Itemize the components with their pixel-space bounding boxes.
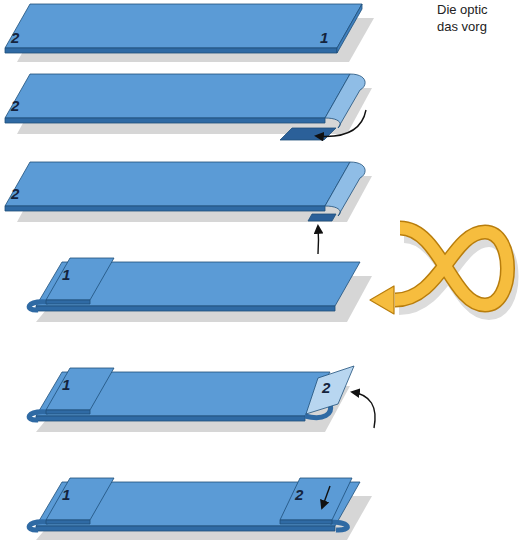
strip-folding-up-part <box>306 366 354 414</box>
strip-turned-over-part <box>46 300 90 304</box>
end-number: 1 <box>320 30 328 47</box>
caption-fragment: Die optic <box>437 3 488 17</box>
turn-over-arrow-part <box>395 228 508 305</box>
strip-folding-under-part <box>5 74 350 118</box>
strip-folded-under-part <box>317 226 319 254</box>
end-number: 1 <box>62 487 70 504</box>
strip-folding-under-part <box>5 118 325 123</box>
flat-strip <box>5 4 374 62</box>
strip-folded-both-ends <box>29 478 372 540</box>
strip-folding-under-part <box>325 74 365 128</box>
strip-folded-both-ends-part <box>330 522 347 530</box>
strip-folding-under-part <box>316 110 366 136</box>
turn-over-arrow-part <box>395 228 508 305</box>
strip-folding-up-part <box>352 392 375 428</box>
strip-folded-both-ends-part <box>29 522 48 530</box>
caption-fragment: das vorg <box>437 20 487 34</box>
strip-folded-under-part <box>5 206 325 211</box>
strip-folding-under-part <box>280 128 336 140</box>
strip-folding-up-part <box>46 410 90 414</box>
strip-folded-both-ends-part <box>322 486 330 508</box>
strip-folded-both-ends-part <box>280 478 352 520</box>
strip-turned-over <box>29 258 372 322</box>
strip-folded-both-ends-part <box>36 526 335 531</box>
strip-folding-up-part <box>36 416 305 421</box>
strip-folding-up-part <box>29 412 48 420</box>
strip-folding-up <box>29 366 375 432</box>
strip-folded-under-part <box>308 214 336 221</box>
end-number: 2 <box>11 186 19 203</box>
strip-folded-under-part <box>5 162 350 206</box>
strip-turned-over-part <box>46 258 114 300</box>
strip-folded-under-part <box>325 162 365 216</box>
strip-turned-over-part <box>36 306 335 311</box>
turn-over-arrow-part <box>370 286 394 314</box>
end-number: 2 <box>322 380 330 397</box>
flat-strip-part <box>337 4 362 53</box>
end-number: 2 <box>295 487 303 504</box>
end-number: 1 <box>62 377 70 394</box>
strip-folded-both-ends-part <box>46 478 114 520</box>
end-number: 2 <box>11 30 19 47</box>
strip-folded-under <box>5 162 372 254</box>
end-number: 2 <box>11 98 19 115</box>
strip-folded-both-ends-part <box>46 520 90 524</box>
turn-over-arrow <box>370 228 512 314</box>
strip-folding-up-part <box>46 368 114 410</box>
strip-turned-over-part <box>29 302 48 310</box>
strip-folded-both-ends-part <box>280 520 332 524</box>
flat-strip-part <box>5 4 362 48</box>
strip-folding-under <box>5 74 372 140</box>
end-number: 1 <box>62 267 70 284</box>
flat-strip-part <box>5 48 337 53</box>
